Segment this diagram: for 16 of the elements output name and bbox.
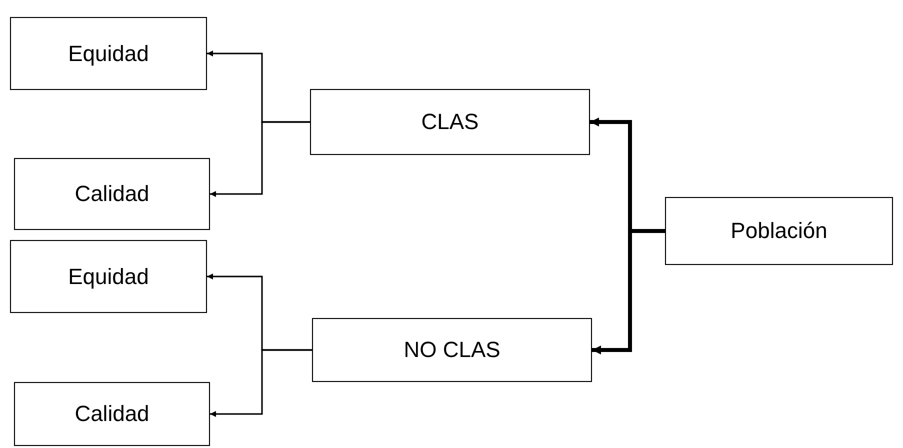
box-label: Calidad bbox=[74, 181, 150, 207]
box-label: Equidad bbox=[68, 40, 149, 66]
text-box bbox=[10, 240, 207, 313]
box-label: Calidad bbox=[74, 401, 150, 427]
text-box bbox=[310, 89, 590, 155]
text-box bbox=[14, 382, 210, 446]
text-box bbox=[14, 158, 210, 230]
text-box bbox=[312, 318, 592, 382]
box-label: Población bbox=[730, 218, 828, 244]
arrow bbox=[210, 121, 310, 197]
box-label: CLAS bbox=[421, 109, 479, 135]
box-label: NO CLAS bbox=[404, 337, 500, 363]
box-label: Equidad bbox=[68, 264, 149, 290]
arrow bbox=[210, 349, 312, 417]
text-box bbox=[10, 17, 207, 90]
text-box bbox=[665, 197, 893, 265]
